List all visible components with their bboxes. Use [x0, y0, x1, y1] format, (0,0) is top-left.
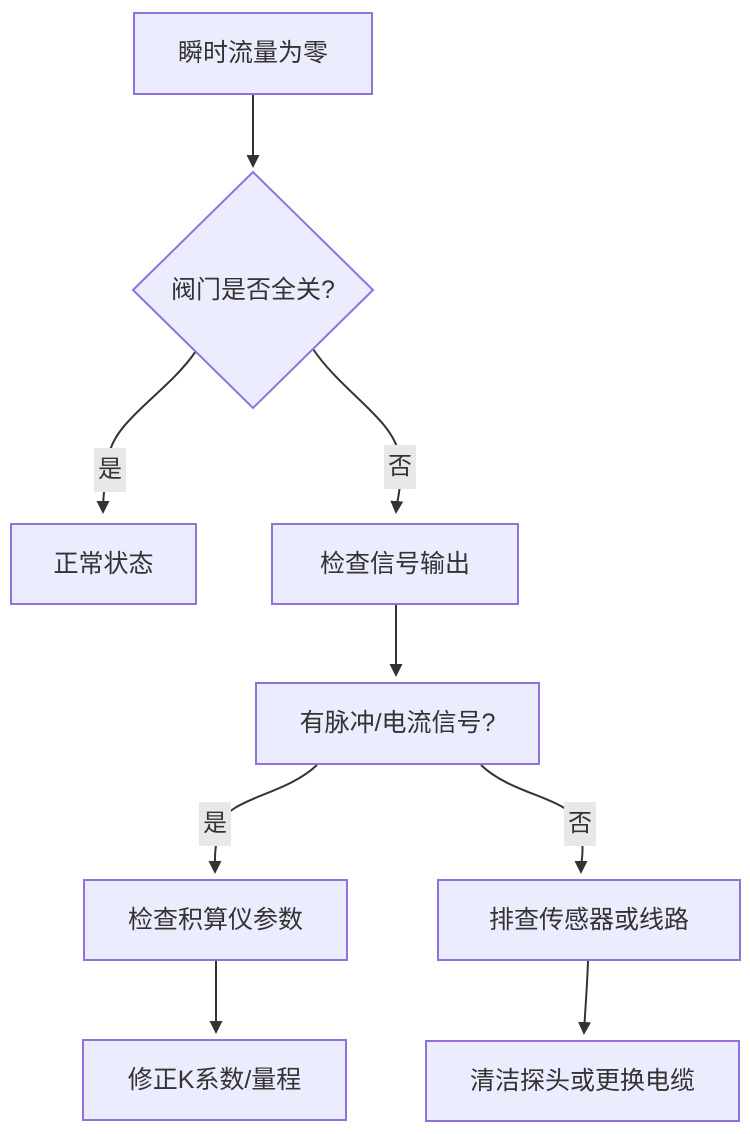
node-totalizer: 检查积算仪参数	[83, 879, 348, 961]
node-cable: 清洁探头或更换电缆	[425, 1040, 740, 1122]
node-normal: 正常状态	[10, 523, 197, 605]
edge-label-no-pulse: 否	[564, 802, 596, 846]
node-sensor: 排查传感器或线路	[437, 879, 741, 961]
node-start: 瞬时流量为零	[133, 12, 373, 95]
node-valve-label: 阀门是否全关?	[171, 275, 335, 304]
node-check-signal: 检查信号输出	[271, 523, 519, 605]
node-pulse-question: 有脉冲/电流信号?	[255, 682, 540, 765]
edge-label-yes-pulse: 是	[199, 802, 231, 846]
node-valve-shape	[131, 170, 375, 410]
edge-label-yes-valve: 是	[94, 448, 126, 492]
edge-label-no-valve: 否	[384, 445, 416, 489]
edge-valve-checksignal	[312, 348, 404, 514]
edge-sensor-cable	[578, 960, 592, 1035]
edge-valve-normal	[96, 350, 197, 514]
node-kfactor: 修正K系数/量程	[82, 1039, 347, 1121]
